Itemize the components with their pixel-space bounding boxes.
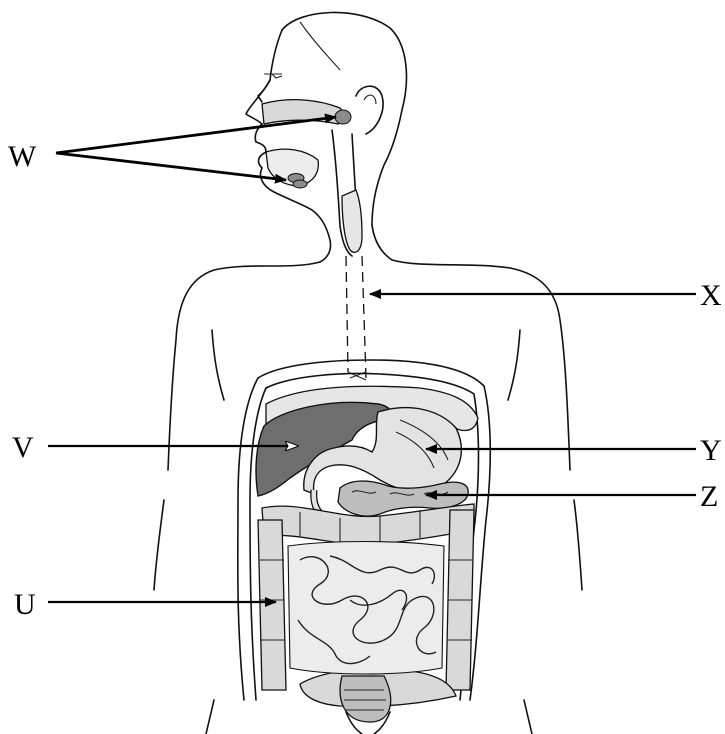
label-v: V [12,431,34,464]
label-x: X [700,279,722,312]
pointer-w-parotid [56,117,336,153]
parotid-gland [335,110,351,124]
pointer-w-submandibular [56,153,286,180]
label-w: W [8,140,37,173]
label-y: Y [700,434,722,467]
label-u: U [14,588,36,621]
oesophagus [346,256,366,380]
small-intestine [288,542,444,675]
sublingual-gland [293,180,307,188]
label-z: Z [700,480,718,513]
